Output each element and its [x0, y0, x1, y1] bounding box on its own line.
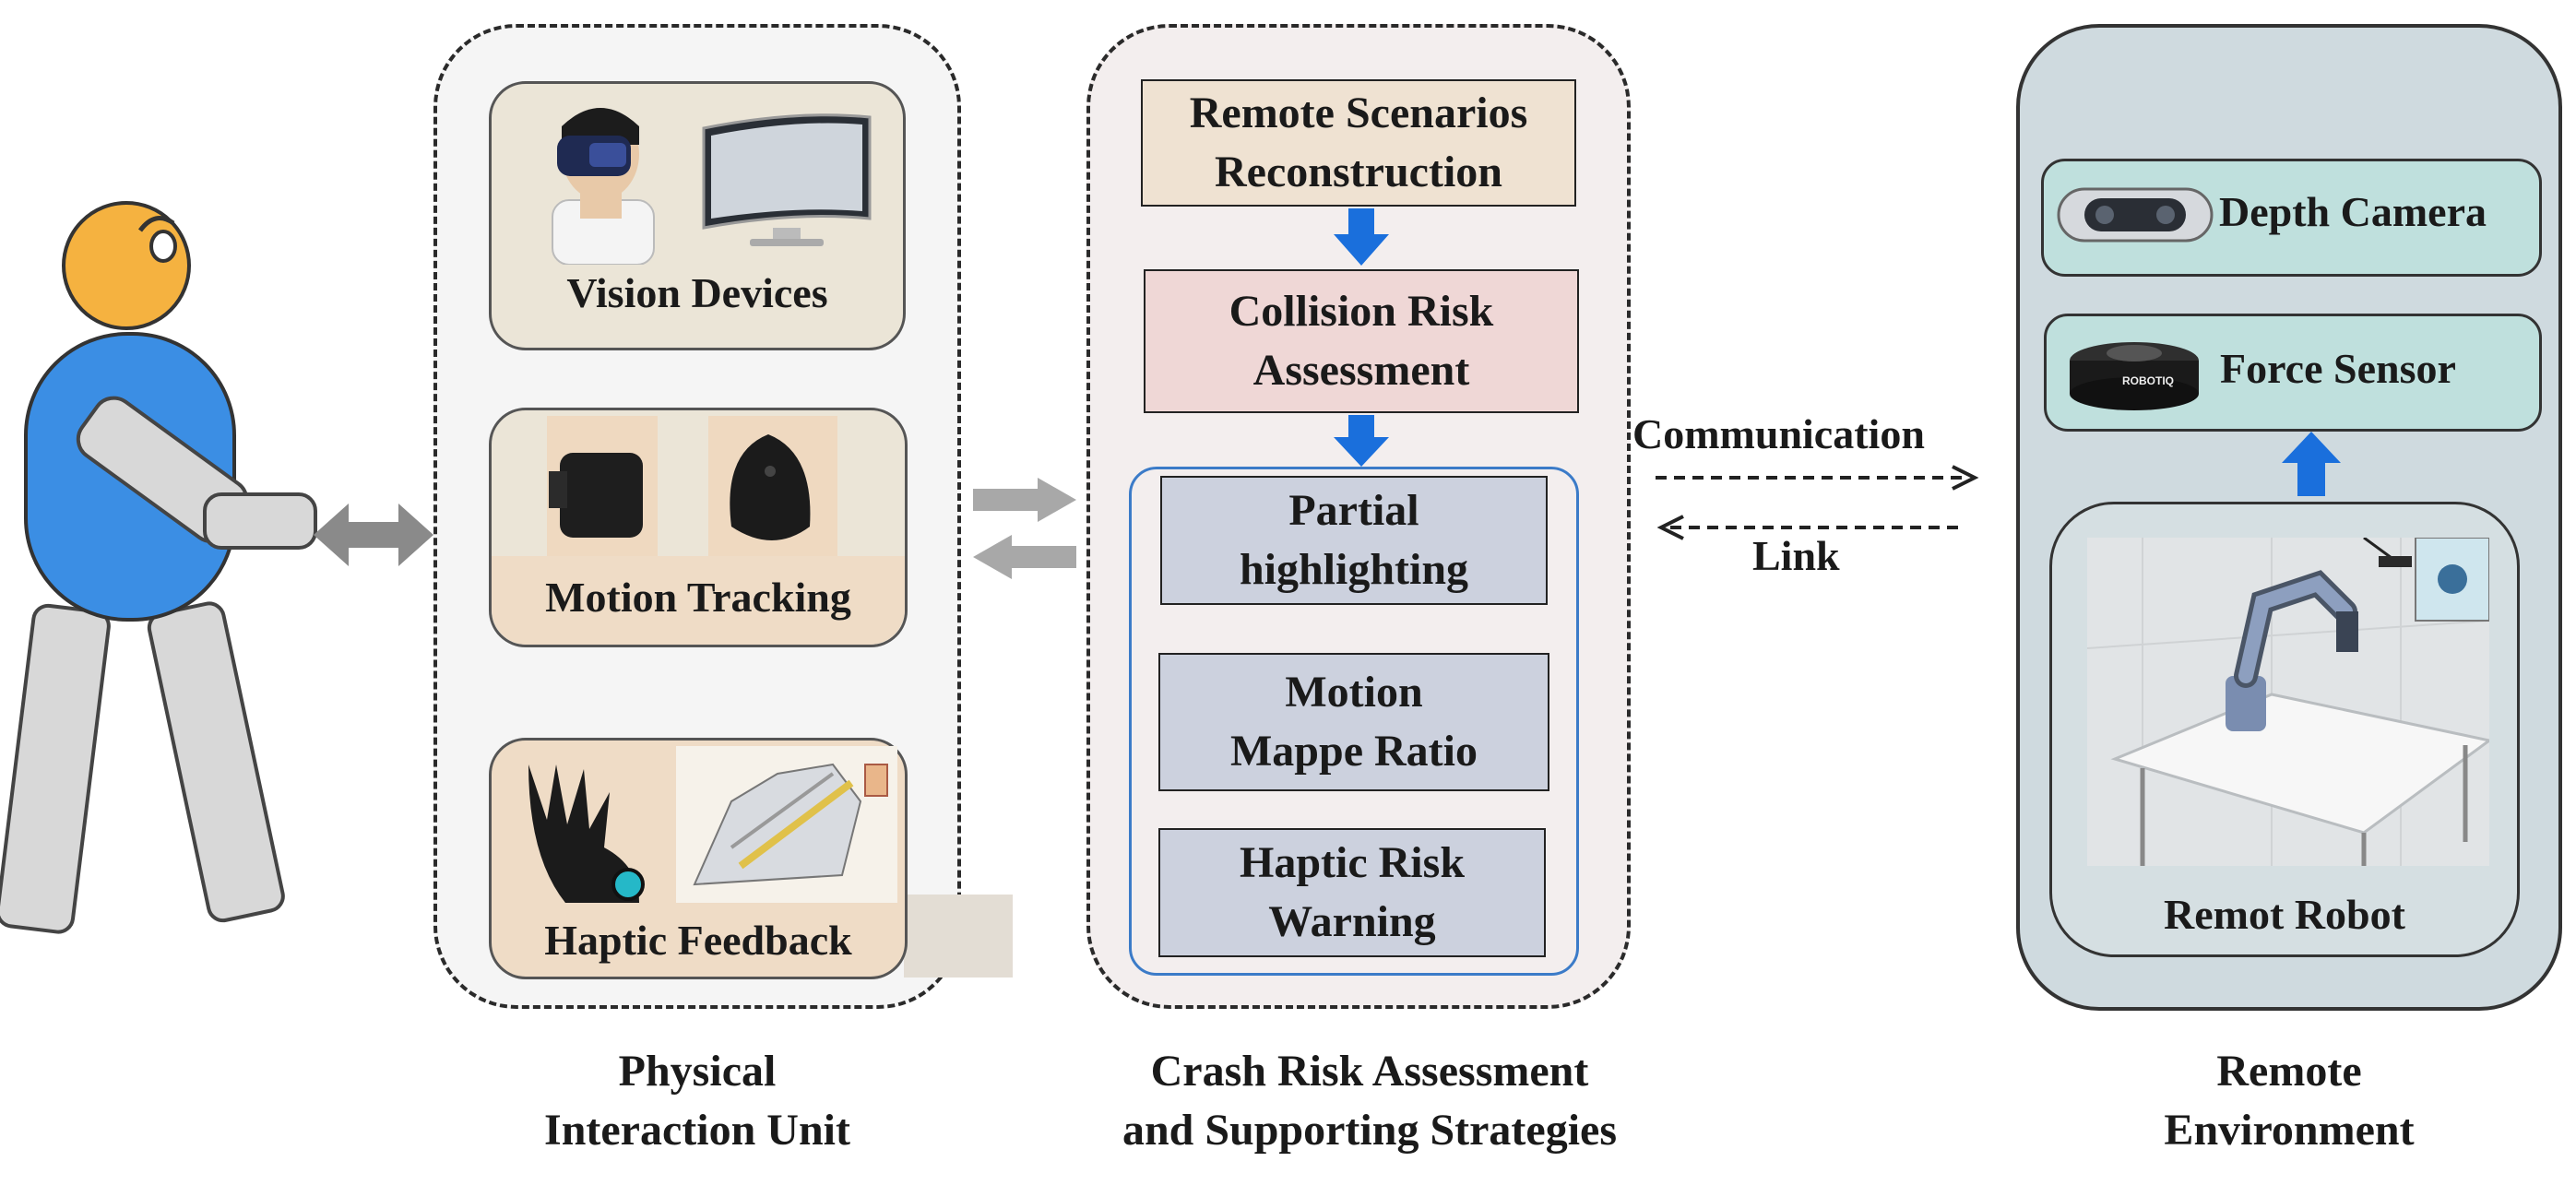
haptic-overlay-bg — [904, 895, 1013, 978]
operator-link-arrow — [314, 504, 433, 566]
vr-user-image — [552, 108, 655, 265]
motion-ratio-box: Motion Mappe Ratio — [1158, 653, 1549, 791]
force-sensor-card: ROBOTIQ Force Sensor — [2044, 314, 2542, 432]
haptic-feedback-label: Haptic Feedback — [544, 917, 852, 964]
tracker-images — [547, 416, 837, 562]
remote-robot-card: Remot Robot — [2049, 502, 2520, 957]
blue-down-arrow-1 — [1334, 208, 1389, 266]
haptic-glove-image — [528, 764, 645, 903]
haptic-feedback-card: Haptic Feedback — [489, 738, 908, 979]
forearm — [203, 492, 317, 550]
force-sensor-brand: ROBOTIQ — [2122, 374, 2174, 387]
depth-camera-icon — [2057, 187, 2214, 243]
physical-unit-caption: Physical Interaction Unit — [544, 1047, 850, 1155]
vision-devices-label: Vision Devices — [566, 269, 828, 316]
remote-env-caption: Remote Environment — [2164, 1047, 2415, 1155]
blue-down-arrow-2 — [1334, 415, 1389, 467]
robot-arm-scene — [2087, 538, 2489, 866]
depth-camera-label: Depth Camera — [2219, 188, 2487, 235]
link-label: Link — [1752, 532, 1840, 579]
haptic-warning-box: Haptic Risk Warning — [1158, 828, 1546, 957]
strategies-group — [1129, 467, 1579, 976]
communication-label: Communication — [1632, 410, 1925, 457]
force-sensor-label: Force Sensor — [2220, 345, 2456, 392]
blue-up-arrow — [2282, 432, 2341, 496]
operator-figure — [0, 201, 317, 934]
crash-caption: Crash Risk Assessment and Supporting Str… — [1122, 1047, 1618, 1155]
eyebrow — [137, 216, 175, 232]
remote-robot-label: Remot Robot — [2164, 891, 2405, 938]
motion-tracking-label: Motion Tracking — [545, 574, 851, 621]
monitor-image — [702, 113, 872, 246]
eye — [149, 230, 177, 263]
force-sensor-icon: ROBOTIQ — [2070, 342, 2199, 410]
reconstruction-box: Remote Scenarios Reconstruction — [1141, 79, 1576, 207]
right-leg — [147, 601, 285, 923]
motion-tracking-card: Motion Tracking — [489, 408, 908, 647]
exchange-arrows — [973, 478, 1076, 579]
collision-box: Collision Risk Assessment — [1144, 269, 1579, 413]
left-leg — [0, 603, 111, 934]
communication-arrows — [1656, 465, 1979, 540]
depth-camera-card: Depth Camera — [2041, 159, 2542, 277]
motion-tracking-label-bg — [492, 556, 905, 645]
partial-highlighting-box: Partial highlighting — [1160, 476, 1548, 605]
exoskeleton-diagram — [676, 746, 897, 903]
vision-devices-card: Vision Devices — [489, 81, 906, 350]
